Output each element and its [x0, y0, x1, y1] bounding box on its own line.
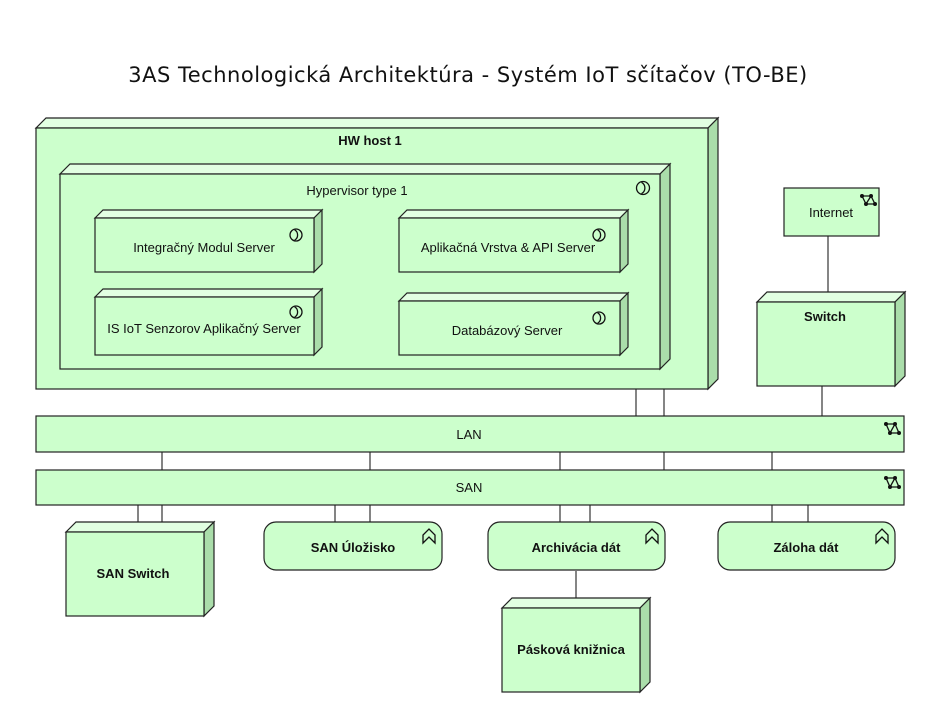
san-switch-node[interactable]: SAN Switch	[64, 520, 216, 618]
db-server-node[interactable]: Databázový Server	[397, 291, 630, 357]
network-icon	[860, 194, 877, 206]
switch-label: Switch	[804, 309, 846, 324]
technology-function-icon	[422, 528, 436, 545]
lan-label: LAN	[456, 427, 481, 442]
integration-server-label: Integračný Modul Server	[133, 240, 275, 255]
app-layer-server-label: Aplikačná Vrstva & API Server	[421, 240, 596, 255]
hypervisor-label: Hypervisor type 1	[306, 183, 407, 198]
app-layer-server-node[interactable]: Aplikačná Vrstva & API Server	[397, 208, 630, 274]
db-server-label: Databázový Server	[452, 323, 563, 338]
network-icon	[884, 476, 901, 489]
system-software-icon	[592, 228, 606, 242]
san-label: SAN	[456, 480, 483, 495]
san-storage-function[interactable]: SAN Úložisko	[263, 521, 443, 571]
lan-network[interactable]: LAN	[35, 415, 905, 453]
system-software-icon	[592, 311, 606, 325]
system-software-icon	[635, 180, 651, 196]
iot-app-server-node[interactable]: IS IoT Senzorov Aplikačný Server	[93, 287, 324, 357]
san-network[interactable]: SAN	[35, 469, 905, 506]
system-software-icon	[289, 305, 303, 319]
tape-library-label: Pásková knižnica	[517, 642, 625, 657]
backup-function[interactable]: Záloha dát	[717, 521, 896, 571]
san-storage-label: SAN Úložisko	[311, 540, 396, 555]
internet-label: Internet	[809, 205, 853, 220]
diagram-title: 3AS Technologická Architektúra - Systém …	[128, 63, 807, 87]
technology-function-icon	[645, 528, 659, 545]
tape-library-node[interactable]: Pásková knižnica	[500, 596, 652, 694]
internet-node[interactable]: Internet	[783, 187, 880, 237]
san-switch-label: SAN Switch	[97, 566, 170, 581]
hw-host-label: HW host 1	[338, 133, 402, 148]
technology-function-icon	[875, 528, 889, 545]
backup-label: Záloha dát	[773, 540, 839, 555]
archiving-function[interactable]: Archivácia dát	[487, 521, 666, 571]
archiving-label: Archivácia dát	[532, 540, 622, 555]
system-software-icon	[289, 228, 303, 242]
network-icon	[884, 422, 901, 435]
switch-node[interactable]: Switch	[755, 290, 907, 388]
iot-app-server-label: IS IoT Senzorov Aplikačný Server	[107, 321, 301, 336]
integration-server-node[interactable]: Integračný Modul Server	[93, 208, 324, 274]
